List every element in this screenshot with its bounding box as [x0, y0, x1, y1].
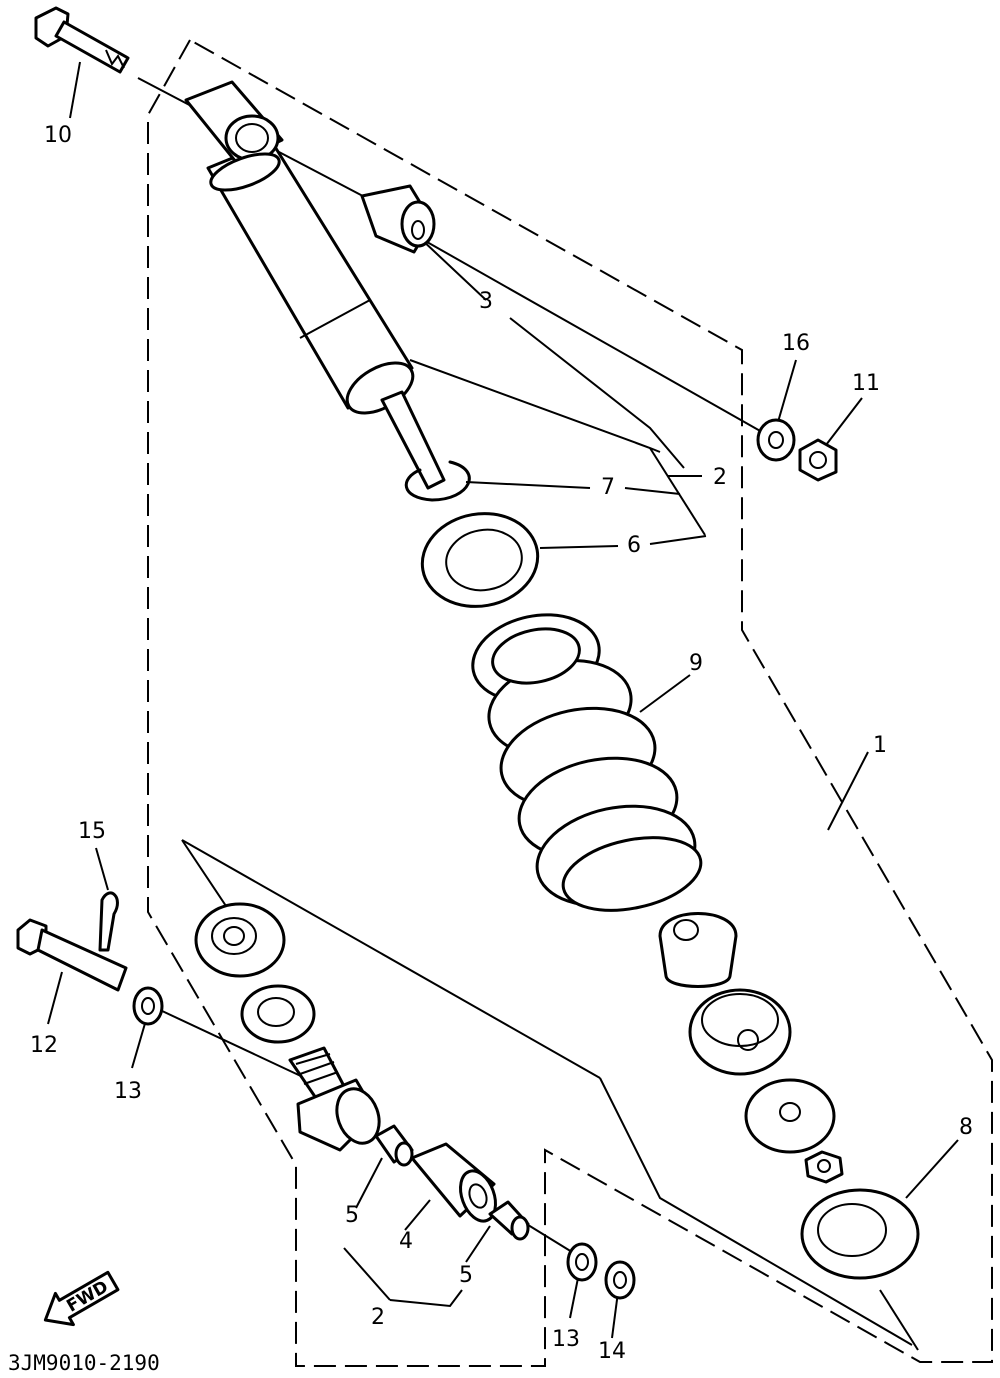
diagram-code: 3JM9010-2190 [8, 1351, 160, 1375]
callout-labels: 1 2 2 3 4 5 5 6 7 8 9 10 11 12 13 13 14 … [30, 123, 973, 1364]
callout-7: 7 [601, 475, 615, 500]
bushing-4 [410, 1142, 497, 1223]
callout-13: 13 [552, 1327, 580, 1352]
upper-bushing [360, 184, 436, 254]
spring-seat [420, 512, 540, 608]
callout-4: 4 [399, 1229, 413, 1254]
lower-bolt [16, 918, 128, 992]
callout-16: 16 [782, 331, 810, 356]
callout-9: 9 [689, 651, 703, 676]
callout-14: 14 [598, 1339, 626, 1364]
collar-13-bottom [566, 1242, 598, 1282]
washer-14 [604, 1260, 636, 1300]
leader-lines [47, 61, 959, 1351]
callout-13: 13 [114, 1079, 142, 1104]
callout-10: 10 [44, 123, 72, 148]
washer-16 [756, 418, 796, 462]
coil-spring [471, 613, 703, 912]
circlip [404, 460, 471, 502]
upper-bolt [34, 6, 130, 74]
bump-rubber [658, 912, 738, 988]
adjuster-seat [194, 902, 286, 978]
callout-6: 6 [627, 533, 641, 558]
assembly-boundary [147, 39, 993, 1367]
callout-5: 5 [345, 1203, 359, 1228]
shock-absorber [184, 80, 446, 490]
adjuster-ring [240, 984, 316, 1044]
callout-2: 2 [371, 1305, 385, 1330]
lower-spring-seat [800, 1188, 920, 1280]
collar-13-left [132, 986, 164, 1026]
cotter-pin [98, 891, 119, 952]
callout-15: 15 [78, 819, 106, 844]
bump-cup [688, 988, 792, 1076]
lower-washer [744, 1078, 836, 1154]
collar-5-left [374, 1124, 414, 1167]
nut-11 [798, 438, 838, 482]
lock-nut [804, 1150, 844, 1184]
callout-1: 1 [873, 733, 887, 758]
callout-12: 12 [30, 1033, 58, 1058]
lower-eye [288, 1046, 381, 1152]
callout-8: 8 [959, 1115, 973, 1140]
collar-5-right [488, 1200, 530, 1241]
fwd-arrow-icon: FWD [43, 1270, 120, 1327]
callout-5: 5 [459, 1263, 473, 1288]
callout-11: 11 [852, 371, 880, 396]
callout-2: 2 [713, 465, 727, 490]
callout-3: 3 [479, 289, 493, 314]
